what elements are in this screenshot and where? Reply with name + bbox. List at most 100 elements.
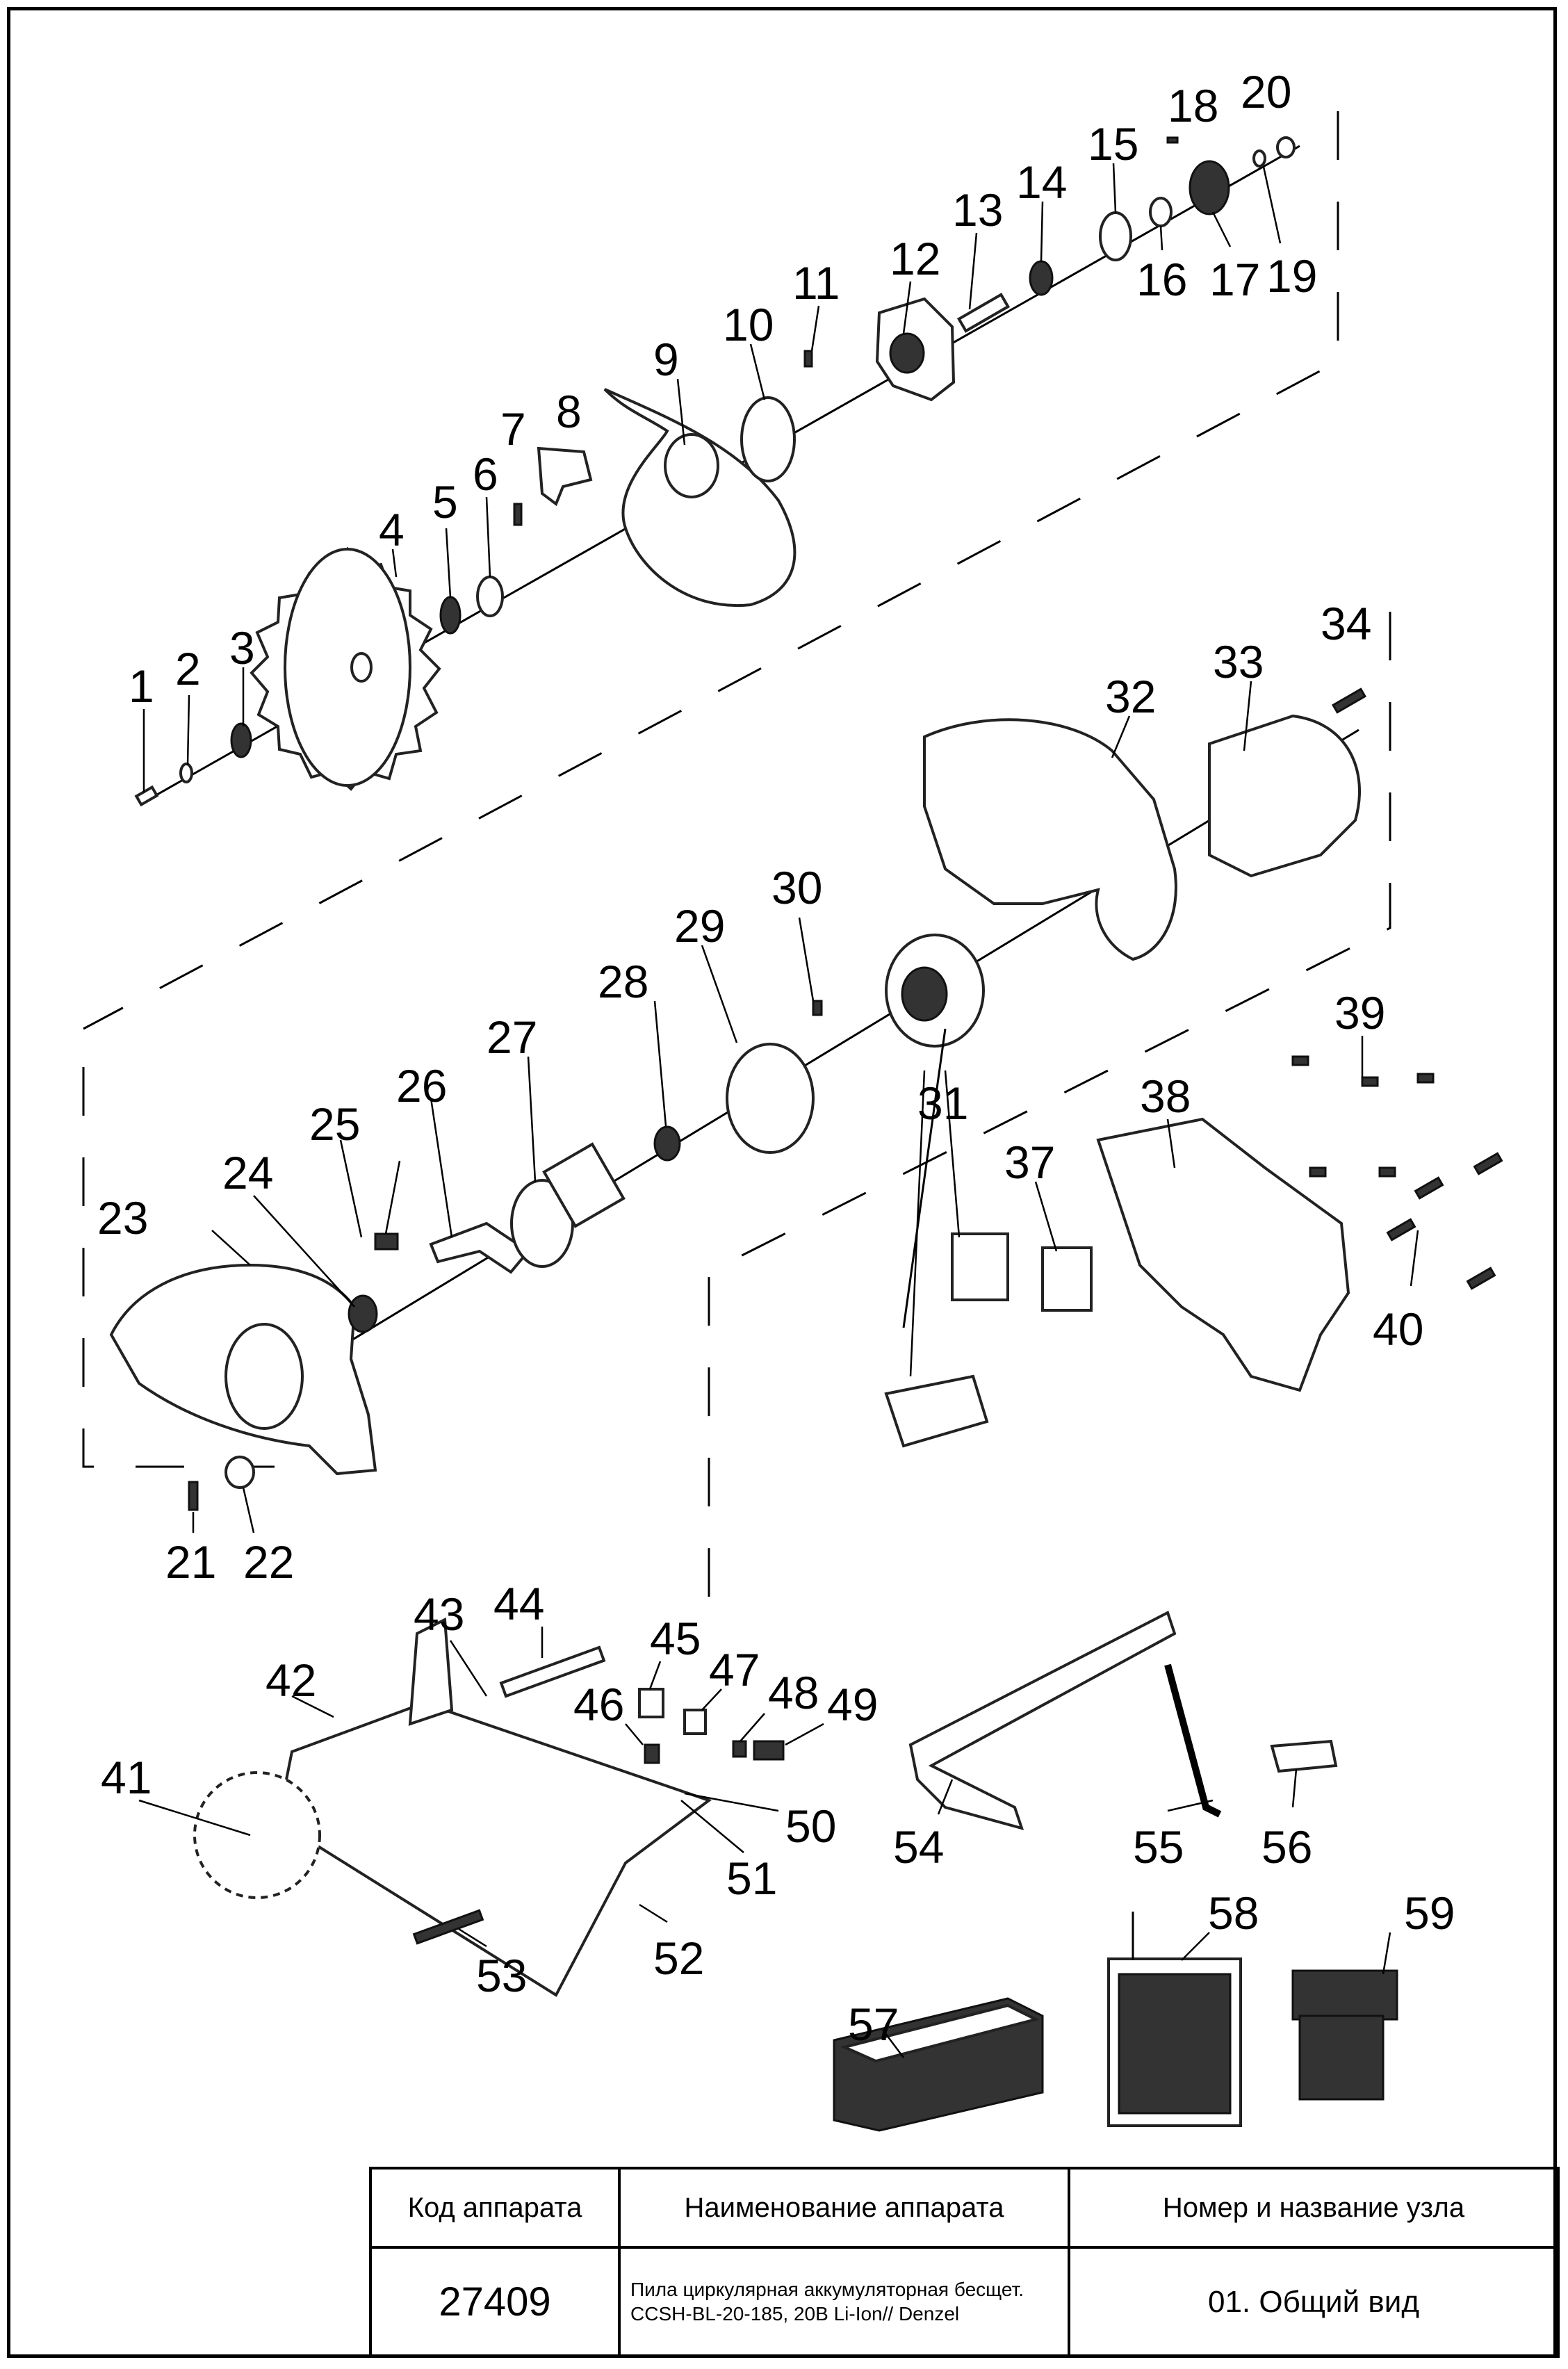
part-label: 40 bbox=[1373, 1303, 1423, 1355]
part-label: 25 bbox=[309, 1098, 360, 1150]
part-label: 42 bbox=[266, 1654, 316, 1706]
part-label: 16 bbox=[1136, 254, 1187, 305]
part-label: 24 bbox=[222, 1147, 273, 1198]
part-label: 4 bbox=[379, 504, 405, 555]
lever-26 bbox=[429, 1221, 530, 1274]
part-label: 53 bbox=[476, 1950, 527, 2001]
part-label: 33 bbox=[1213, 636, 1264, 687]
part-label: 8 bbox=[556, 386, 582, 437]
part-label: 56 bbox=[1261, 1821, 1312, 1873]
knob-45 bbox=[638, 1688, 664, 1718]
nut-48 bbox=[732, 1740, 747, 1758]
spring-25 bbox=[374, 1232, 399, 1251]
screws-40 bbox=[1386, 1152, 1503, 1290]
handle-frame-38 bbox=[1096, 1117, 1350, 1392]
part-label: 37 bbox=[1004, 1137, 1055, 1188]
part-label: 23 bbox=[97, 1192, 148, 1244]
part-label: 27 bbox=[487, 1011, 537, 1063]
blade-guard-9 bbox=[603, 388, 797, 608]
part-label: 17 bbox=[1209, 254, 1260, 305]
bushing-16 bbox=[1149, 197, 1173, 227]
part-label: 43 bbox=[414, 1588, 464, 1640]
part-label: 14 bbox=[1016, 156, 1067, 208]
adapter-59 bbox=[1291, 1969, 1398, 2101]
part-label: 32 bbox=[1105, 671, 1156, 722]
device-code-header: Код аппарата bbox=[369, 2167, 621, 2249]
node-name-header: Номер и название узла bbox=[1068, 2167, 1560, 2249]
rotor-27 bbox=[510, 1142, 626, 1268]
motor-wires bbox=[902, 1028, 947, 1328]
device-name: Пила циркулярная аккумуляторная бесщет. … bbox=[618, 2246, 1070, 2358]
part-label: 58 bbox=[1208, 1887, 1259, 1939]
knob-47 bbox=[683, 1709, 707, 1735]
saw-blade bbox=[250, 546, 441, 791]
part-label: 39 bbox=[1334, 987, 1385, 1039]
hex-key-55 bbox=[1164, 1663, 1222, 1818]
part-label: 2 bbox=[175, 643, 201, 694]
gear-17 bbox=[1189, 160, 1230, 215]
part-label: 5 bbox=[432, 476, 458, 528]
charger-58 bbox=[1107, 1912, 1242, 2127]
part-label: 31 bbox=[917, 1077, 968, 1129]
leader-lines bbox=[138, 163, 1419, 2058]
circlip-15 bbox=[1099, 211, 1132, 261]
part-label: 9 bbox=[653, 334, 679, 385]
screw-11 bbox=[803, 350, 813, 368]
part-label: 48 bbox=[768, 1667, 819, 1718]
part-label: 47 bbox=[709, 1644, 760, 1695]
part-label: 55 bbox=[1133, 1821, 1184, 1873]
part-label: 49 bbox=[827, 1679, 878, 1730]
screw-7 bbox=[513, 503, 523, 526]
stator-31 bbox=[885, 934, 985, 1048]
rip-fence-54 bbox=[908, 1611, 1177, 1830]
part-label: 12 bbox=[890, 233, 940, 284]
part-label: 10 bbox=[723, 299, 774, 350]
bushing-22 bbox=[224, 1456, 255, 1489]
guard-hub bbox=[664, 433, 719, 498]
part-label: 19 bbox=[1266, 250, 1317, 302]
part-label: 26 bbox=[396, 1060, 447, 1112]
part-label: 28 bbox=[598, 956, 648, 1007]
switch-37 bbox=[1041, 1246, 1093, 1312]
part-label: 13 bbox=[952, 184, 1003, 236]
part-label: 3 bbox=[229, 622, 255, 674]
bearing-24 bbox=[348, 1294, 378, 1333]
ring-10 bbox=[740, 396, 796, 482]
part-label: 22 bbox=[243, 1536, 294, 1588]
part-label: 34 bbox=[1321, 598, 1371, 649]
part-label: 45 bbox=[650, 1613, 701, 1664]
bearing-5 bbox=[439, 596, 462, 635]
title-block: Код аппарата Наименование аппарата Номер… bbox=[369, 2167, 1560, 2358]
shaft-13 bbox=[956, 293, 1011, 333]
device-code: 27409 bbox=[369, 2246, 621, 2358]
flange-3 bbox=[230, 722, 252, 758]
guard-41-outline bbox=[193, 1771, 321, 1899]
washer-2 bbox=[179, 763, 193, 783]
device-name-header: Наименование аппарата bbox=[618, 2167, 1070, 2249]
part-label: 20 bbox=[1241, 66, 1291, 117]
bolt-44 bbox=[499, 1645, 606, 1698]
part-label: 54 bbox=[893, 1821, 944, 1873]
middle-axis-line bbox=[291, 728, 1359, 1378]
part-label: 6 bbox=[473, 448, 498, 500]
bearing-14 bbox=[1029, 260, 1054, 296]
circlip-6 bbox=[476, 576, 504, 617]
part-label: 59 bbox=[1404, 1887, 1455, 1939]
bearing-28 bbox=[653, 1125, 681, 1162]
part-label: 30 bbox=[771, 862, 822, 913]
bolt-1 bbox=[134, 785, 159, 807]
part-number-labels: 1 2 3 4 5 6 7 8 9 10 11 12 13 14 15 16 1… bbox=[97, 66, 1455, 2050]
screw-30 bbox=[812, 1000, 823, 1016]
nut-20 bbox=[1276, 136, 1296, 158]
part-label: 18 bbox=[1168, 80, 1218, 131]
part-label: 46 bbox=[573, 1679, 624, 1730]
motor-cap-33 bbox=[1208, 714, 1361, 878]
key-18 bbox=[1166, 136, 1179, 144]
part-label: 41 bbox=[101, 1752, 152, 1803]
bearing-12 bbox=[889, 332, 925, 374]
knob-49 bbox=[753, 1740, 785, 1761]
node-name: 01. Общий вид bbox=[1068, 2246, 1560, 2358]
part-label: 15 bbox=[1088, 118, 1138, 170]
label-56 bbox=[1270, 1739, 1338, 1773]
lower-guard-hub bbox=[224, 1323, 304, 1430]
